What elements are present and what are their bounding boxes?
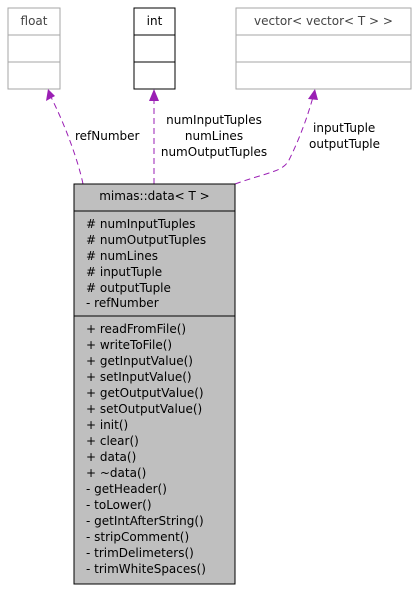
- edge-tuples: inputTuple outputTuple: [234, 89, 380, 185]
- int-box-title: int: [147, 14, 163, 28]
- method-item: + init(): [86, 418, 128, 432]
- edge-refnumber: refNumber: [46, 89, 140, 185]
- edge-tuples-label-1: inputTuple: [313, 121, 375, 135]
- method-item: + getInputValue(): [86, 354, 193, 368]
- edge-tuples-line: [234, 96, 314, 185]
- method-item: - getIntAfterString(): [86, 514, 204, 528]
- method-item: + writeToFile(): [86, 338, 172, 352]
- method-item: + ~data(): [86, 466, 146, 480]
- edge-int-label-1: numInputTuples: [166, 113, 262, 127]
- vector-box-frame: [235, 7, 412, 90]
- method-item: - stripComment(): [86, 530, 189, 544]
- method-item: + readFromFile(): [86, 322, 186, 336]
- method-list: + readFromFile() + writeToFile() + getIn…: [86, 322, 206, 576]
- edge-refnumber-arrowhead: [46, 89, 55, 101]
- attribute-list: # numInputTuples # numOutputTuples # num…: [86, 217, 206, 310]
- edge-int-arrowhead: [149, 89, 159, 101]
- edge-refnumber-label: refNumber: [75, 129, 140, 143]
- attribute-item: # outputTuple: [86, 281, 171, 295]
- data-box-title: mimas::data< T >: [99, 189, 210, 203]
- method-item: - toLower(): [86, 498, 152, 512]
- vector-class-box[interactable]: vector< vector< T > >: [235, 7, 412, 90]
- edge-tuples-label-2: outputTuple: [309, 137, 380, 151]
- edge-tuples-arrowhead: [308, 89, 318, 100]
- method-item: + setInputValue(): [86, 370, 192, 384]
- edge-refnumber-line: [50, 96, 84, 185]
- attribute-item: # numOutputTuples: [86, 233, 206, 247]
- method-item: + getOutputValue(): [86, 386, 204, 400]
- method-item: - trimDelimeters(): [86, 546, 194, 560]
- float-class-box[interactable]: float: [7, 7, 61, 90]
- method-item: + data(): [86, 450, 136, 464]
- edge-int-label-2: numLines: [185, 129, 243, 143]
- attribute-item: # numLines: [86, 249, 158, 263]
- method-item: - getHeader(): [86, 482, 167, 496]
- float-box-frame: [7, 7, 61, 90]
- edge-int-attributes: numInputTuples numLines numOutputTuples: [149, 89, 267, 184]
- float-box-title: float: [21, 14, 48, 28]
- attribute-item: # inputTuple: [86, 265, 162, 279]
- method-item: - trimWhiteSpaces(): [86, 562, 206, 576]
- method-item: + setOutputValue(): [86, 402, 202, 416]
- data-class-box[interactable]: mimas::data< T > # numInputTuples # numO…: [73, 183, 236, 585]
- int-box-frame: [133, 7, 176, 90]
- vector-box-title: vector< vector< T > >: [254, 14, 393, 28]
- data-box-frame: [73, 183, 236, 585]
- method-item: + clear(): [86, 434, 139, 448]
- int-class-box[interactable]: int: [133, 7, 176, 90]
- edge-int-label-3: numOutputTuples: [161, 145, 267, 159]
- attribute-item: - refNumber: [86, 296, 159, 310]
- attribute-item: # numInputTuples: [86, 217, 196, 231]
